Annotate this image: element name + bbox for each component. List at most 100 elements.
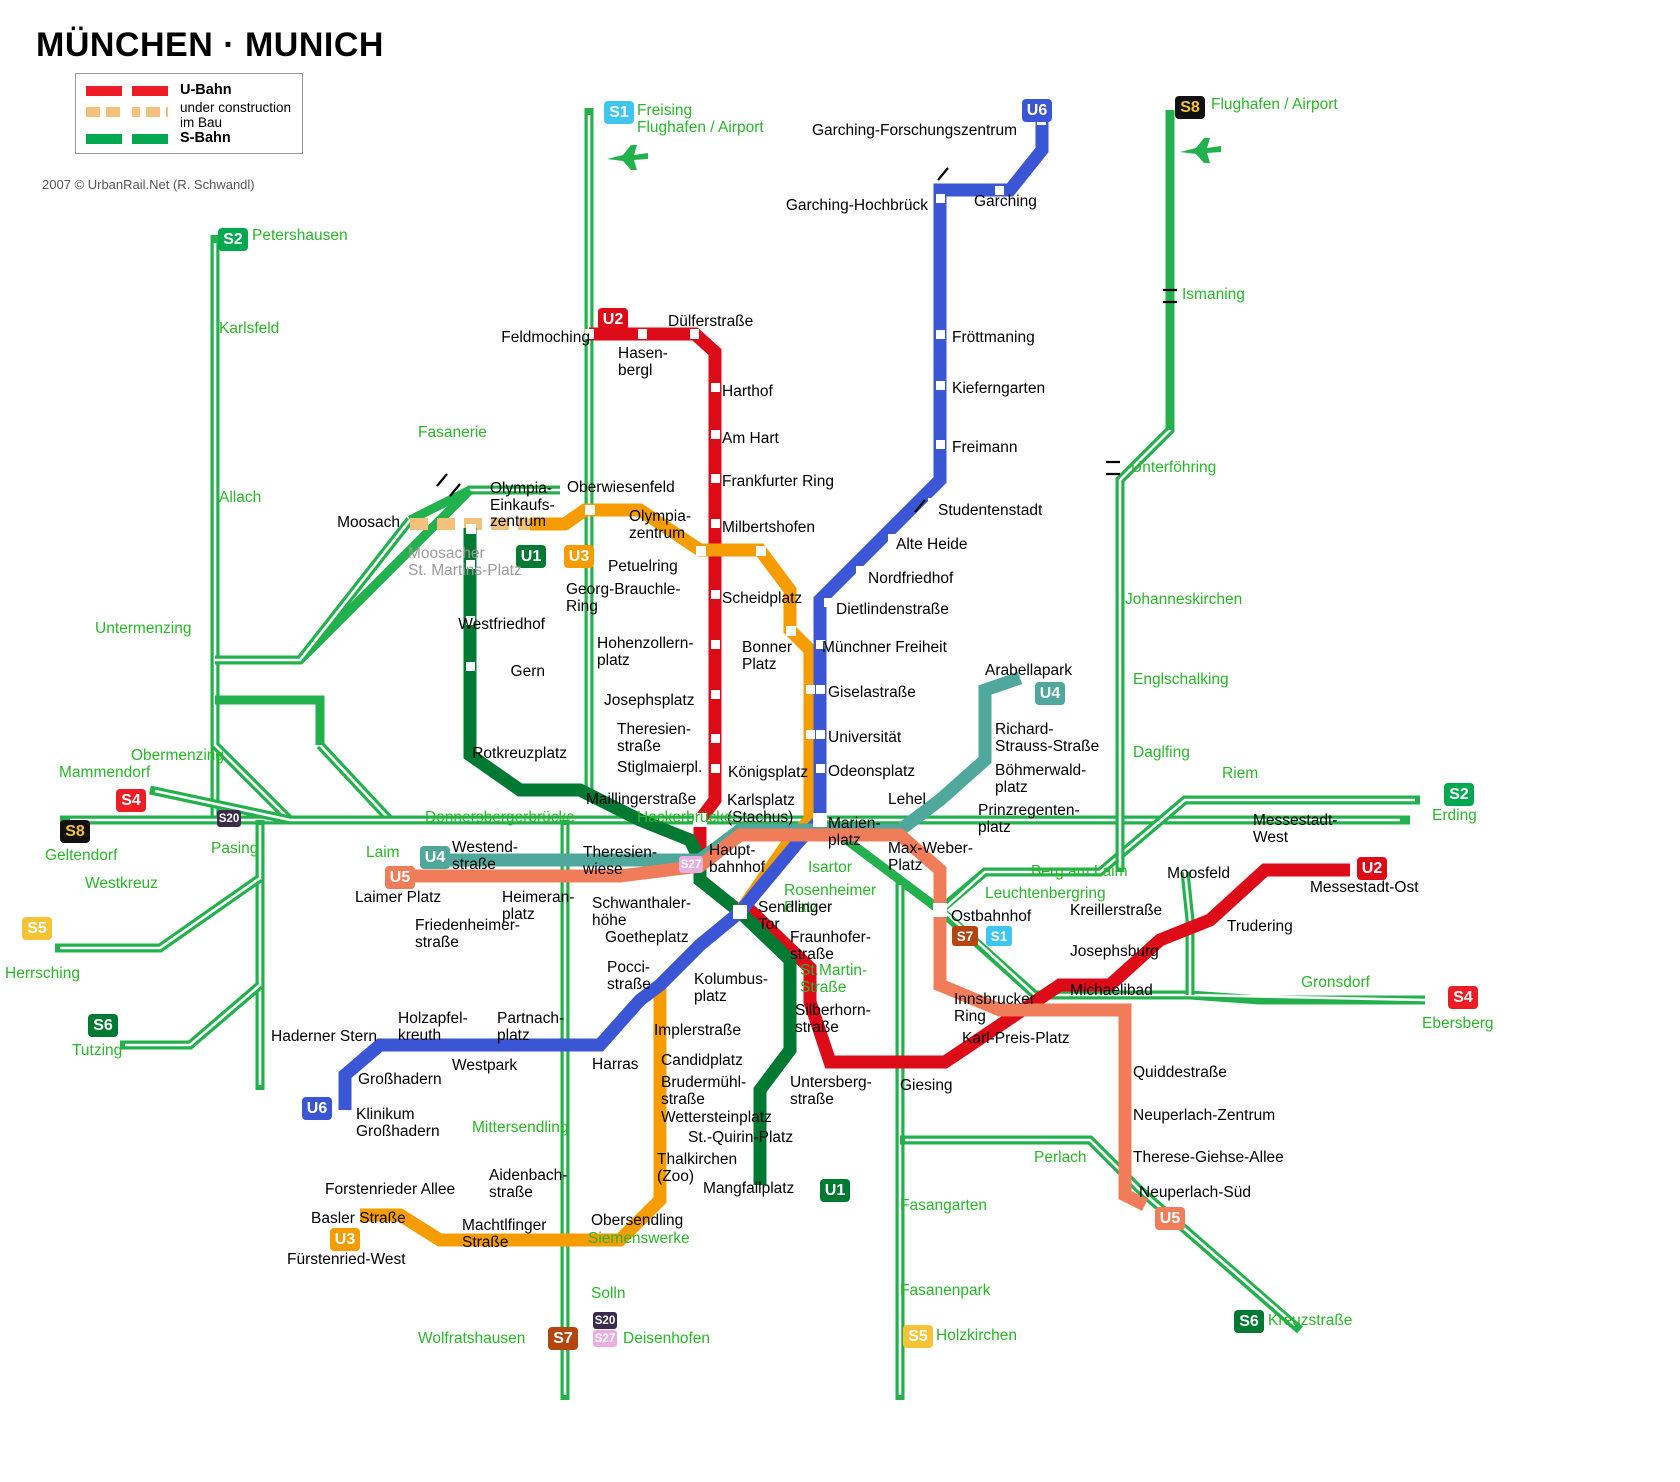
station-untermenzing[interactable]: Untermenzing [95,620,192,638]
station-brudermuehlstrasse[interactable]: Brudermühl-straße [661,1074,746,1108]
station-westendstrasse[interactable]: Westend-straße [452,839,518,873]
station-georg-brauchle-ring[interactable]: Georg-Brauchle-Ring [566,581,681,615]
station-therese-giehse-allee[interactable]: Therese-Giehse-Allee [1133,1149,1284,1167]
station-kieferngarten[interactable]: Kieferngarten [952,380,1045,398]
station-forstenrieder-allee[interactable]: Forstenrieder Allee [325,1181,455,1199]
station-solln[interactable]: Solln [591,1285,625,1303]
line-badge-U4-westend[interactable]: U4 [420,846,450,869]
station-josephsplatz[interactable]: Josephsplatz [604,692,694,710]
terminal-wolfratshausen[interactable]: Wolfratshausen [418,1330,525,1348]
station-trudering[interactable]: Trudering [1227,918,1293,936]
station-theresienstrasse[interactable]: Theresien-straße [617,721,691,755]
station-daglfing[interactable]: Daglfing [1133,744,1190,762]
station-messestadt-ost[interactable]: Messestadt-Ost [1310,879,1419,897]
line-badge-U2-messe[interactable]: U2 [1357,857,1387,880]
line-badge-U1-mangfall[interactable]: U1 [820,1179,850,1202]
station-stiglmaierpl[interactable]: Stiglmaierpl. [617,759,702,777]
line-badge-U3-moosach[interactable]: U3 [564,545,594,568]
station-englschalking[interactable]: Englschalking [1133,671,1229,689]
station-lehel[interactable]: Lehel [888,791,926,809]
station-riem[interactable]: Riem [1222,765,1258,783]
line-badge-U1-moosach[interactable]: U1 [516,545,546,568]
station-oberwiesenfeld[interactable]: Oberwiesenfeld [567,479,675,497]
station-fasanerie[interactable]: Fasanerie [418,424,487,442]
station-siemenswerke[interactable]: Siemenswerke [588,1230,690,1248]
station-ismaning[interactable]: Ismaning [1182,286,1245,304]
station-fasangarten[interactable]: Fasangarten [900,1197,987,1215]
station-laimer-platz[interactable]: Laimer Platz [355,889,441,907]
station-richard-strauss-strasse[interactable]: Richard-Strauss-Straße [995,721,1099,755]
station-westkreuz[interactable]: Westkreuz [85,875,158,893]
line-badge-U3-fuersten[interactable]: U3 [330,1228,360,1251]
station-olympia-einkaufszentrum[interactable]: Olympia-Einkaufs-zentrum [490,480,555,531]
station-holzapfelkreuth[interactable]: Holzapfel-kreuth [398,1010,468,1044]
line-badge-S20-deisen[interactable]: S20 [593,1312,617,1329]
station-poccistrasse[interactable]: Pocci-straße [607,959,651,993]
station-haderner-stern[interactable]: Haderner Stern [271,1028,377,1046]
station-laim[interactable]: Laim [366,844,400,862]
station-goetheplatz[interactable]: Goetheplatz [605,929,689,947]
line-badge-S1-airport[interactable]: S1 [604,101,634,124]
line-badge-S27-deisen[interactable]: S27 [593,1330,617,1347]
station-rotkreuzplatz[interactable]: Rotkreuzplatz [0,745,567,763]
station-milbertshofen[interactable]: Milbertshofen [722,519,815,537]
station-garching-hochbruck[interactable]: Garching-Hochbrück [0,197,928,215]
station-alte-heide[interactable]: Alte Heide [896,536,968,554]
station-isartor[interactable]: Isartor [808,859,852,877]
station-ostbahnhof[interactable]: Ostbahnhof [951,908,1031,926]
station-st-martin-strasse[interactable]: St.Martin-Straße [800,962,867,996]
line-badge-S6-tutzing[interactable]: S6 [88,1014,118,1037]
line-badge-S6-kreuz[interactable]: S6 [1234,1310,1264,1333]
station-hackerbruecke[interactable]: Hackerbrücke [637,809,733,827]
station-moosfeld[interactable]: Moosfeld [0,865,1230,883]
station-mittersendling[interactable]: Mittersendling [472,1119,569,1137]
station-donnersbergerbruecke[interactable]: Donnersbergerbrücke [425,809,575,827]
terminal-airport-s8[interactable]: Flughafen / Airport [1211,96,1338,114]
line-badge-S8-gelten[interactable]: S8 [60,820,90,843]
station-thalkirchen[interactable]: Thalkirchen(Zoo) [657,1151,737,1185]
station-pasing[interactable]: Pasing [211,840,258,858]
station-giselastrasse[interactable]: Giselastraße [828,684,916,702]
station-michaelibad[interactable]: Michaelibad [1070,982,1153,1000]
line-badge-S7-wolfrat[interactable]: S7 [548,1327,578,1350]
station-candidplatz[interactable]: Candidplatz [661,1052,743,1070]
station-muenchner-freiheit[interactable]: Münchner Freiheit [822,639,947,657]
station-untersbergstrasse[interactable]: Untersberg-straße [790,1074,872,1108]
station-froettmaning[interactable]: Fröttmaning [952,329,1035,347]
station-johanneskirchen[interactable]: Johanneskirchen [1125,591,1242,609]
station-garching[interactable]: Garching [974,193,1037,211]
station-duelferstrasse[interactable]: Dülferstraße [668,313,753,331]
station-st-quirin-platz[interactable]: St.-Quirin-Platz [688,1129,793,1147]
station-dietlindenstrasse[interactable]: Dietlindenstraße [836,601,949,619]
station-implerstrasse[interactable]: Implerstraße [654,1022,741,1040]
station-marienplatz[interactable]: Marien-platz [828,815,881,849]
line-badge-U6-garching[interactable]: U6 [1022,99,1052,122]
station-moosach[interactable]: Moosach [0,514,400,532]
station-westpark[interactable]: Westpark [452,1057,517,1075]
station-basler-strasse[interactable]: Basler Straße [311,1210,406,1228]
station-olympiazentrum[interactable]: Olympia-zentrum [629,508,691,542]
station-obermenzing[interactable]: Obermenzing [131,747,224,765]
station-partnachplatz[interactable]: Partnach-platz [497,1010,564,1044]
terminal-erding[interactable]: Erding [1432,807,1477,825]
station-karlsfeld[interactable]: Karlsfeld [219,320,279,338]
station-aidenbachstrasse[interactable]: Aidenbach-straße [489,1167,567,1201]
station-fuerstenried-west[interactable]: Fürstenried-West [287,1251,406,1269]
terminal-petershausen[interactable]: Petershausen [252,227,348,245]
station-giesing[interactable]: Giesing [900,1077,953,1095]
station-allach[interactable]: Allach [219,489,261,507]
line-badge-S8-airport[interactable]: S8 [1175,96,1205,119]
line-badge-U4-arabella[interactable]: U4 [1035,682,1065,705]
station-studentenstadt[interactable]: Studentenstadt [938,502,1042,520]
line-badge-S2-peters[interactable]: S2 [218,228,248,251]
station-wettersteinplatz[interactable]: Wettersteinplatz [661,1109,772,1127]
line-badge-S7-ost[interactable]: S7 [952,926,978,946]
terminal-holzkirchen[interactable]: Holzkirchen [936,1327,1017,1345]
station-neuperlach-sued[interactable]: Neuperlach-Süd [1139,1184,1251,1202]
station-mangfallplatz[interactable]: Mangfallplatz [703,1180,794,1198]
